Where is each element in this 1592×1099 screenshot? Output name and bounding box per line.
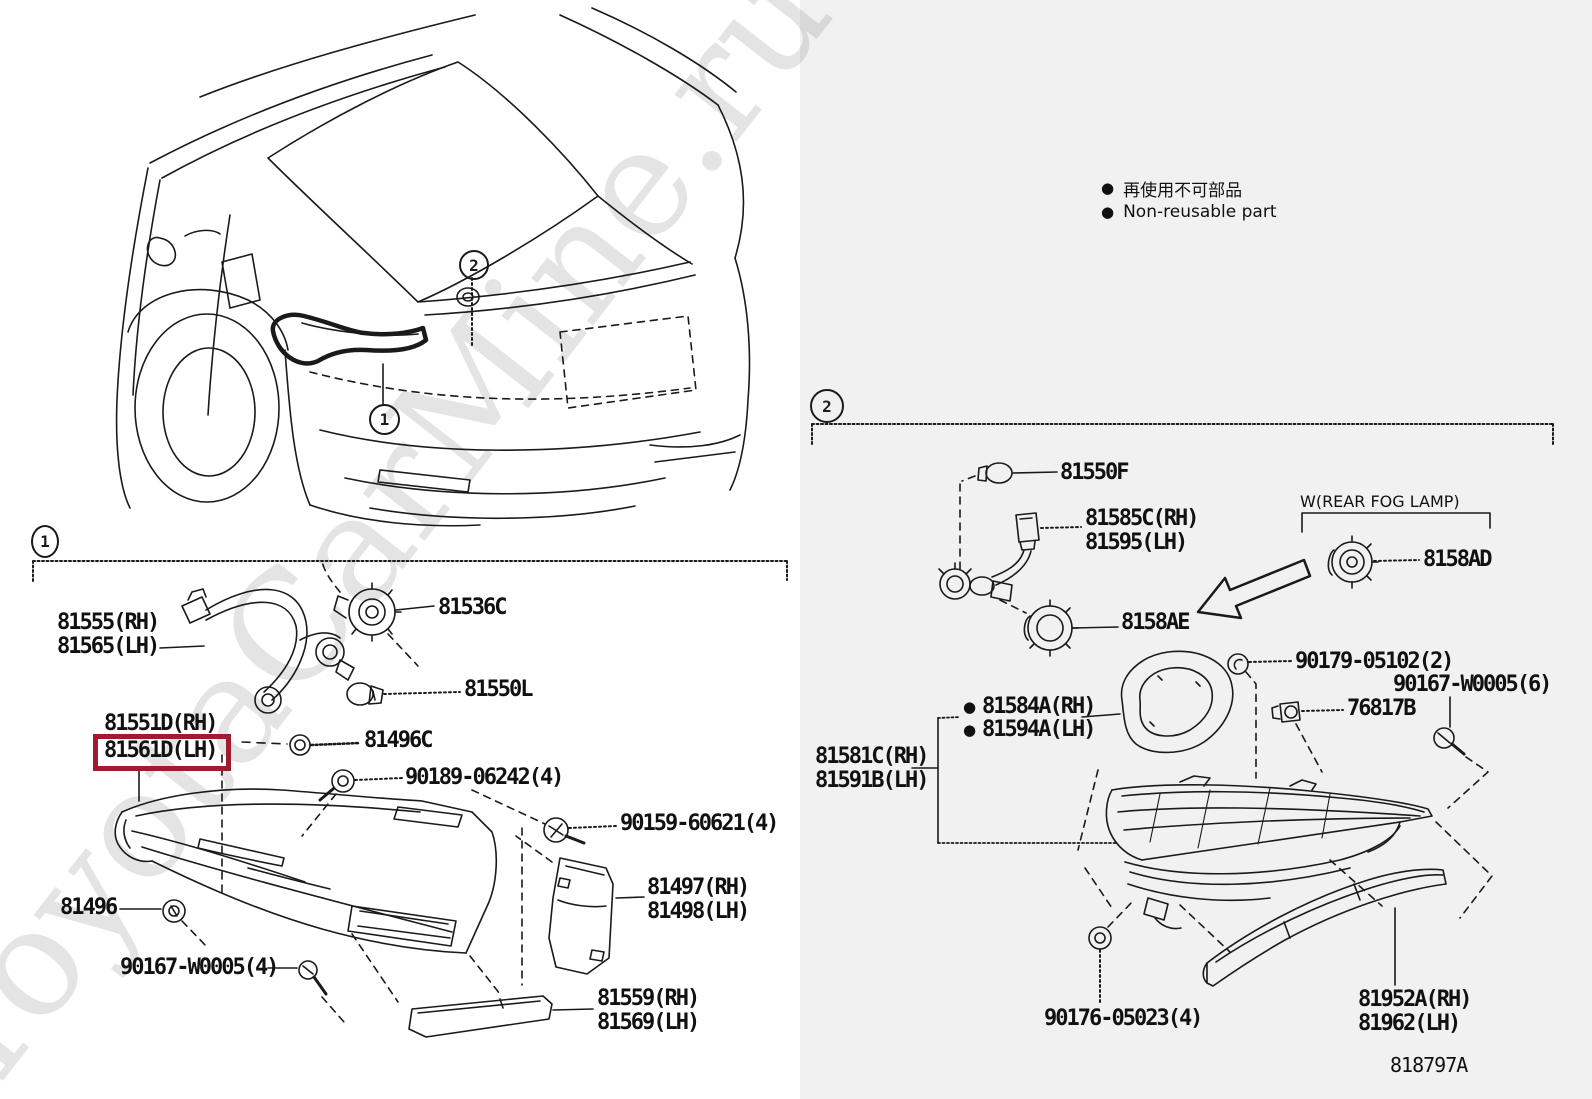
part-label-90159-60621[interactable]: 90159-60621(4) — [620, 811, 779, 836]
part-label-8158AD[interactable]: 8158AD — [1423, 547, 1492, 572]
direction-arrow — [1196, 558, 1312, 620]
car-callout-1: 1 — [369, 404, 400, 435]
strip-81559-drawing — [351, 933, 594, 1038]
gasket-81584A-drawing — [1081, 650, 1234, 754]
part-label-81550L[interactable]: 81550L — [464, 677, 533, 702]
bolt-90189-drawing — [301, 769, 403, 837]
part-label-76817B[interactable]: 76817B — [1347, 696, 1416, 721]
socket-harness-81585C-drawing — [938, 512, 1082, 602]
part-label-81594A[interactable]: 81594A(LH) — [982, 717, 1096, 742]
socket-81536C-drawing — [333, 582, 435, 667]
non-reusable-bullet-icon: ● — [1101, 202, 1115, 221]
trim-strip-81952A-drawing — [1179, 821, 1493, 987]
clip-76817B-drawing — [1271, 701, 1344, 773]
harness-81555-drawing — [159, 561, 355, 714]
diagram-code: 818797A — [1390, 1053, 1468, 1077]
bulb-81550F-drawing — [959, 462, 1058, 575]
legend-jp-text: 再使用不可部品 — [1123, 181, 1243, 201]
part-label-90167-W0005-4[interactable]: 90167-W0005(4) — [120, 955, 279, 980]
highlight-box-81561D — [93, 734, 231, 771]
part-label-90176-05023[interactable]: 90176-05023(4) — [1044, 1006, 1203, 1031]
non-reusable-bullet-icon: ● — [963, 721, 977, 739]
section-2-callout: 2 — [810, 389, 844, 423]
part-label-81952A[interactable]: 81952A(RH) 81962(LH) — [1358, 987, 1472, 1036]
grommet-81496-drawing — [119, 899, 209, 949]
screw-90159-drawing — [471, 789, 617, 845]
part-label-90179-05102[interactable]: 90179-05102(2) — [1295, 649, 1454, 674]
rear-fog-lamp-note: W(REAR FOG LAMP) — [1300, 492, 1460, 511]
part-label-81496C[interactable]: 81496C — [364, 728, 433, 753]
part-label-81555[interactable]: 81555(RH) 81565(LH) — [57, 610, 160, 659]
part-label-81585C[interactable]: 81585C(RH) 81595(LH) — [1085, 506, 1199, 555]
part-label-90167-W0005-6[interactable]: 90167-W0005(6) — [1393, 672, 1552, 697]
part-label-81559[interactable]: 81559(RH) 81569(LH) — [597, 986, 700, 1035]
inner-lamp-81581C-drawing — [1077, 769, 1433, 930]
screw-90167-4-drawing — [267, 960, 345, 1023]
car-callout-2: 2 — [459, 250, 489, 280]
socket-8158AD-drawing — [1327, 535, 1420, 589]
car-callout-2-number: 2 — [469, 255, 479, 275]
bulb-81550L-drawing — [346, 682, 461, 706]
part-label-81550F[interactable]: 81550F — [1060, 460, 1129, 485]
section-1-number: 1 — [40, 532, 50, 551]
nut-90176-drawing — [1088, 899, 1135, 1005]
tail-lamp-assembly-drawing — [114, 769, 523, 986]
part-label-81581C[interactable]: 81581C(RH) 81591B(LH) — [815, 744, 929, 793]
non-reusable-bullet-icon: ● — [963, 698, 977, 716]
car-callout-1-number: 1 — [379, 410, 390, 429]
part-label-90189-06242[interactable]: 90189-06242(4) — [405, 765, 564, 790]
part-label-81496[interactable]: 81496 — [60, 895, 118, 920]
part-label-8158AE[interactable]: 8158AE — [1121, 610, 1190, 635]
screw-90167-6-drawing — [1433, 696, 1489, 809]
grommet-81496C-drawing — [221, 734, 362, 899]
car-sketch — [115, 7, 751, 527]
part-label-81536C[interactable]: 81536C — [438, 595, 507, 620]
section-1-callout: 1 — [31, 525, 59, 558]
part-label-81551D[interactable]: 81551D(RH) — [104, 711, 218, 736]
part-label-81561D[interactable]: 81561D(LH) — [104, 738, 218, 763]
legend-en-text: Non-reusable part — [1123, 202, 1277, 222]
rear-fog-bracket — [1301, 512, 1491, 533]
clip-90179-drawing — [1227, 653, 1293, 779]
non-reusable-bullet-icon: ● — [1101, 179, 1115, 197]
legend-non-reusable-en: ● Non-reusable part — [1101, 202, 1276, 222]
part-label-81584A[interactable]: 81584A(RH) — [982, 694, 1096, 719]
part-label-81497[interactable]: 81497(RH) 81498(LH) — [647, 875, 750, 924]
section-1-bracket — [32, 560, 788, 582]
legend-non-reusable-jp: ● 再使用不可部品 — [1101, 176, 1243, 202]
section-2-number: 2 — [822, 396, 832, 416]
bracket-81497-drawing — [515, 835, 645, 975]
right-panel-background — [800, 0, 1592, 1099]
section-2-bracket — [811, 423, 1554, 445]
socket-8158AE-drawing — [999, 599, 1119, 657]
label-bracket-81581C — [911, 716, 1119, 844]
tail-lamp-highlight — [270, 312, 429, 366]
